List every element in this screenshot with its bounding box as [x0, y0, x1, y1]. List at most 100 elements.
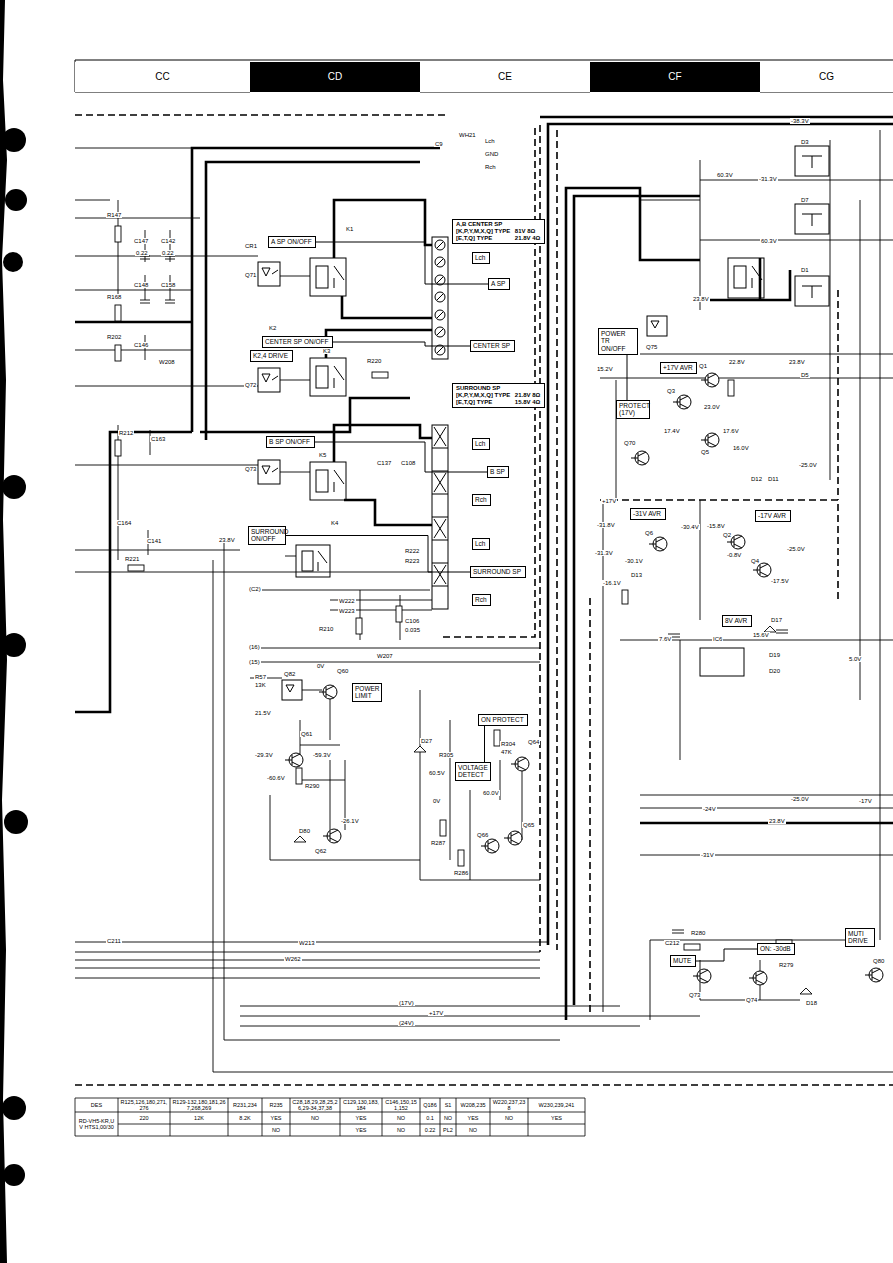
part-label: D3	[800, 139, 810, 145]
power-bus	[548, 124, 893, 945]
node-text: SURROUND SP	[473, 568, 523, 575]
part-label: Q5	[700, 449, 710, 455]
part-label: R304	[500, 741, 516, 747]
function-box: VOLTAGE DETECT	[455, 762, 491, 781]
part-label: WH21	[458, 132, 477, 138]
relay-symbol	[316, 470, 328, 492]
connector-wire	[696, 949, 757, 961]
part-label: 0.22	[135, 250, 149, 256]
node-text: CF	[668, 71, 681, 83]
table-cell: R235	[263, 1099, 289, 1111]
passive-part	[372, 372, 388, 378]
transistor-symbol	[649, 538, 664, 550]
part-label: D27	[420, 738, 433, 744]
power-bus	[334, 425, 432, 462]
torn-edge	[2, 128, 26, 152]
passive-part	[668, 630, 788, 933]
transistor-symbol	[701, 434, 716, 446]
table-cell: 220	[119, 1113, 169, 1123]
part-label: R220	[366, 358, 382, 364]
table-grid	[75, 1136, 585, 1137]
transistor-symbol	[319, 686, 334, 698]
part-label: W222	[338, 598, 356, 604]
passive-part	[622, 590, 628, 604]
part-label: Q73	[688, 992, 701, 998]
passive-part	[684, 944, 700, 950]
node-text: CE	[498, 71, 512, 83]
part-label: W213	[298, 940, 316, 946]
node-text: -17V AVR	[758, 512, 788, 519]
transistor-symbol	[865, 969, 880, 981]
function-box: CENTER SP ON/OFF	[262, 336, 333, 348]
function-box: Lch	[472, 538, 490, 550]
regulator-ic	[795, 146, 829, 176]
function-box: +17V AVR	[660, 362, 697, 374]
table-grid	[528, 1098, 529, 1136]
table-cell: 0.22	[421, 1125, 439, 1135]
power-bus	[192, 148, 440, 432]
table-cell: S1	[441, 1099, 455, 1111]
function-box: B SP ON/OFF	[266, 436, 315, 448]
table-cell: YES	[341, 1113, 381, 1123]
part-label: R290	[304, 783, 320, 789]
part-label: R280	[690, 930, 706, 936]
part-label: -31.3V	[758, 176, 778, 182]
part-label: D17	[770, 617, 783, 623]
node-text: Rch	[475, 596, 488, 603]
part-label: 60.3V	[760, 238, 778, 244]
dashed-boundary	[837, 290, 839, 500]
node-text: ON: -30dB	[760, 945, 792, 952]
column-band: CF	[590, 62, 760, 92]
connector-wire	[333, 342, 470, 346]
part-label: -25.0V	[798, 462, 818, 468]
node-text: [K,P,Y,M,X,Q] TYPE	[456, 392, 511, 399]
passive-part	[140, 256, 175, 303]
table-cell: NO	[383, 1125, 419, 1135]
node-text: Lch	[475, 440, 487, 447]
passive-part	[296, 768, 302, 784]
node-text: Lch	[475, 540, 487, 547]
passive-part	[396, 606, 402, 622]
transistor-symbol	[511, 758, 526, 770]
part-label: W223	[338, 608, 356, 614]
part-label: R305	[438, 752, 454, 758]
function-box: Rch	[472, 494, 491, 506]
function-box: ON PROTECT	[478, 714, 528, 726]
function-box: POWER LIMIT	[352, 683, 382, 702]
part-label: 23.8V	[768, 818, 786, 824]
table-cell: 12K	[171, 1113, 227, 1123]
relay-symbol	[728, 258, 764, 298]
part-label: Q80	[872, 958, 885, 964]
part-label: Q6	[644, 530, 654, 536]
table-cell: YES	[457, 1113, 489, 1123]
part-label: 0.035	[404, 627, 421, 633]
part-label: Q64	[527, 739, 540, 745]
wire	[75, 942, 700, 1026]
part-label: D12	[750, 476, 763, 482]
function-box: POWER TR ON/OFF	[598, 328, 638, 355]
function-box: Lch	[472, 438, 490, 450]
part-label: C163	[150, 436, 166, 442]
dashed-boundary	[75, 115, 893, 1085]
power-bus	[75, 117, 893, 1020]
part-label: -60.6V	[266, 775, 286, 781]
part-label: -17V	[858, 798, 873, 804]
header-rule	[75, 60, 893, 92]
table-cell: R125,126,180,271,276	[119, 1099, 169, 1111]
part-label: D18	[805, 1000, 818, 1006]
function-box: ON: -30dB	[757, 943, 795, 955]
part-label: CR1	[244, 243, 258, 249]
part-label: R286	[453, 870, 469, 876]
relay-symbol	[334, 266, 344, 288]
wire	[280, 276, 310, 556]
part-label: 16.0V	[732, 445, 750, 451]
part-label: D5	[800, 372, 810, 378]
part-label: Q2	[722, 532, 732, 538]
power-bus	[334, 200, 432, 258]
wire	[250, 590, 540, 678]
table-cell: PL2	[441, 1125, 455, 1135]
node-text: A SP	[491, 280, 507, 287]
table-grid	[228, 1098, 229, 1136]
regulator-ic	[802, 156, 822, 168]
table-cell: NO	[457, 1125, 489, 1135]
